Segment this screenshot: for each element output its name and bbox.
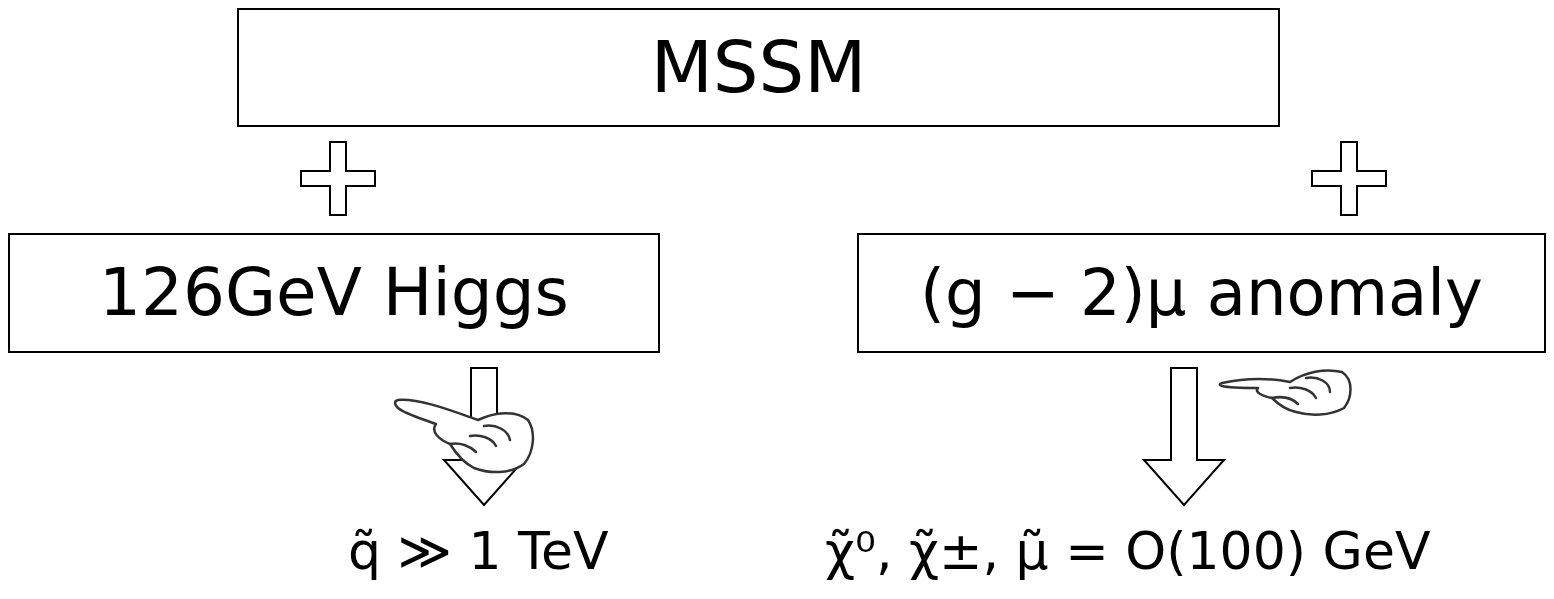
pointing-hand bbox=[1220, 370, 1351, 414]
down-arrow bbox=[1144, 368, 1224, 505]
text-box: MSSM bbox=[237, 8, 1280, 127]
result-label: q̃ ≫ 1 TeV bbox=[348, 522, 609, 582]
text-box: (g − 2)μ anomaly bbox=[857, 233, 1546, 353]
box-text: MSSM bbox=[651, 28, 867, 107]
box-text: (g − 2)μ anomaly bbox=[920, 258, 1483, 328]
box-text: 126GeV Higgs bbox=[99, 257, 569, 330]
result-label: χ̃⁰, χ̃±, μ̃ = O(100) GeV bbox=[825, 522, 1430, 582]
pointing-hand bbox=[395, 400, 533, 472]
plus-sign bbox=[1312, 142, 1386, 215]
text-box: 126GeV Higgs bbox=[8, 233, 660, 353]
plus-sign bbox=[301, 142, 375, 215]
